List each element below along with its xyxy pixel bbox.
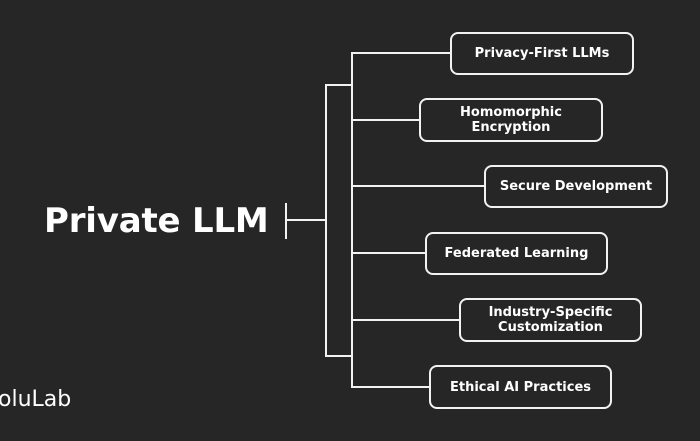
branch-node-privacy-first-llms: Privacy-First LLMs (450, 32, 634, 75)
branch-node-label: Secure Development (499, 179, 653, 194)
branch-node-secure-development: Secure Development (484, 165, 668, 208)
branch-node-label: Privacy-First LLMs (474, 46, 610, 61)
branch-node-label: Ethical AI Practices (449, 379, 592, 395)
branch-node-label: Industry-Specific Customization (488, 305, 613, 335)
branch-node-homomorphic-encryption: Homomorphic Encryption (419, 98, 603, 142)
branch-node-federated-learning: Federated Learning (425, 232, 608, 275)
branch-node-label: Federated Learning (444, 246, 589, 261)
root-node-title: Private LLM (44, 201, 269, 241)
brand-watermark: oluLab (0, 387, 72, 412)
branch-node-industry-specific-customization: Industry-Specific Customization (459, 298, 642, 342)
branch-node-ethical-ai-practices: Ethical AI Practices (429, 365, 612, 409)
branch-node-label: Homomorphic Encryption (460, 105, 562, 135)
